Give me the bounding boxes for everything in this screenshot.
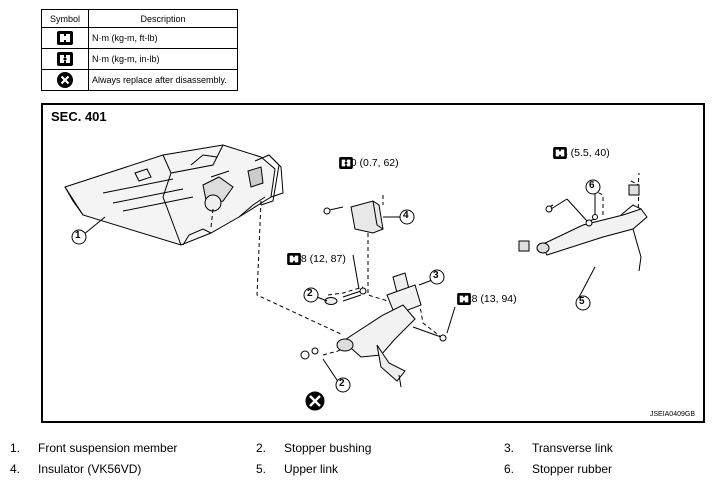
symbol-legend-table: Symbol Description N·m (kg-m, ft-lb) N·m…: [41, 9, 238, 91]
callout-2-upper: 2: [307, 288, 313, 299]
torque-wrench-icon: [57, 31, 73, 45]
torque-label-upper-link-bolt: 54 (5.5, 40): [553, 147, 610, 159]
legend-header-description: Description: [88, 9, 238, 28]
legend-row-2-description: N·m (kg-m, in-lb): [88, 48, 238, 70]
torque-wrench-small-icon: [57, 52, 73, 66]
transverse-link-drawing: [336, 272, 447, 388]
replace-x-marker: [305, 391, 325, 411]
replace-x-icon: [57, 72, 73, 88]
callout-5: 5: [579, 296, 585, 307]
torque-label-transverse-link-bolt: 128 (13, 94): [457, 293, 517, 305]
legend-row-3-description: Always replace after disassembly.: [88, 69, 238, 91]
torque-label-stopper-bolt: 118 (12, 87): [287, 253, 346, 265]
callout-6: 6: [589, 180, 595, 191]
insulator-drawing: [323, 200, 384, 234]
upper-link-drawing: [518, 184, 648, 272]
callout-2-lower: 2: [339, 378, 345, 389]
callout-3: 3: [433, 270, 439, 281]
suspension-exploded-drawing: [64, 144, 648, 411]
torque-label-insulator-bolt: 7.0 (0.7, 62): [339, 157, 399, 169]
figure-code: JSEIA0409GB: [649, 411, 695, 418]
diagram-frame: SEC. 401: [41, 103, 705, 423]
front-suspension-member-drawing: [64, 144, 284, 246]
section-title: SEC. 401: [51, 109, 107, 124]
legend-row-1-description: N·m (kg-m, ft-lb): [88, 27, 238, 49]
callout-1: 1: [75, 230, 81, 241]
legend-header-symbol: Symbol: [41, 9, 89, 28]
callout-4: 4: [403, 210, 409, 221]
